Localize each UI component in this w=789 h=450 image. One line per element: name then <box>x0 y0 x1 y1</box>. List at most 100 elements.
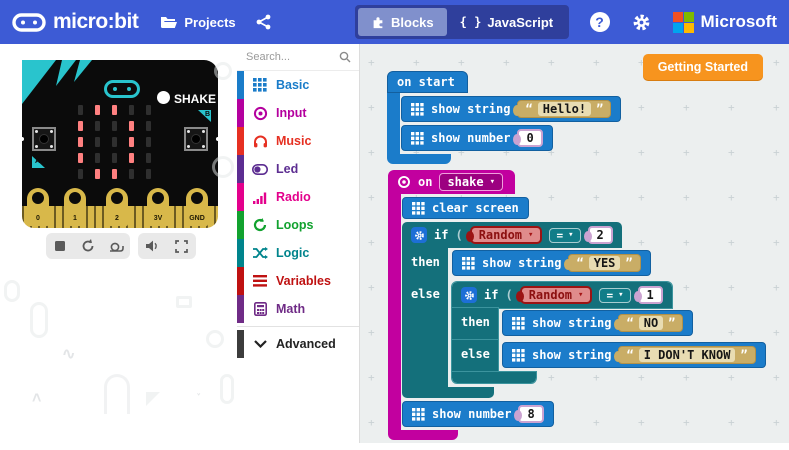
help-button[interactable]: ? <box>589 12 610 32</box>
led-off <box>112 121 117 131</box>
open-quote: “ <box>525 102 533 116</box>
projects-button[interactable]: Projects <box>160 15 236 30</box>
toolbox-divider <box>237 326 359 327</box>
open-quote: “ <box>576 256 584 270</box>
left-pad-dot <box>20 137 24 141</box>
show-string-block[interactable]: show string “ NO ” <box>502 310 694 336</box>
led-off <box>78 105 83 115</box>
random-dropdown[interactable]: Random ▾ <box>465 226 543 244</box>
led-off <box>95 137 100 147</box>
category-advanced[interactable]: Advanced <box>237 330 359 358</box>
category-basic[interactable]: Basic <box>237 71 359 99</box>
compare-value-slot[interactable]: 1 <box>633 286 663 304</box>
button-a[interactable] <box>32 127 56 151</box>
operator-dropdown[interactable]: = ▾ <box>549 227 581 243</box>
share-button[interactable] <box>256 14 271 30</box>
slow-motion-button[interactable] <box>105 235 127 257</box>
on-start-header[interactable]: on start <box>387 71 468 93</box>
tab-javascript[interactable]: { } JavaScript <box>447 8 566 36</box>
pin-2[interactable]: 2 <box>106 188 128 226</box>
show-string-label: show string <box>532 348 612 362</box>
settings-button[interactable] <box>632 13 651 32</box>
sim-controls-left <box>46 233 130 259</box>
nested-if-block[interactable]: if ( Random ▾ = ▾ <box>451 281 766 384</box>
category-radio[interactable]: Radio <box>237 183 359 211</box>
number-value-slot[interactable]: 8 <box>514 405 544 423</box>
led-off <box>78 169 83 179</box>
category-led[interactable]: Led <box>237 155 359 183</box>
string-value-slot[interactable]: “ I DON'T KNOW ” <box>614 346 756 364</box>
category-logic[interactable]: Logic <box>237 239 359 267</box>
led-on <box>129 137 134 147</box>
string-value[interactable]: I DON'T KNOW <box>638 348 736 362</box>
random-dropdown[interactable]: Random ▾ <box>515 286 593 304</box>
question-icon: ? <box>595 14 604 30</box>
clear-screen-block[interactable]: clear screen <box>402 197 529 219</box>
category-music[interactable]: Music <box>237 127 359 155</box>
show-string-block[interactable]: show string “ Hello! ” <box>401 96 622 122</box>
search-input[interactable] <box>237 51 329 63</box>
category-loops[interactable]: Loops <box>237 211 359 239</box>
string-value-slot[interactable]: “ YES ” <box>564 254 641 272</box>
mutator-gear-icon[interactable] <box>461 287 477 303</box>
string-value[interactable]: NO <box>638 316 664 330</box>
then-label: then <box>402 248 448 280</box>
button-b[interactable] <box>184 127 208 151</box>
if-label: if <box>484 288 499 302</box>
on-start-block[interactable]: on start show string “ Hello! ” show num <box>387 71 622 164</box>
category-input[interactable]: Input <box>237 99 359 127</box>
mutator-gear-icon[interactable] <box>411 227 427 243</box>
dropdown-caret-icon: ▾ <box>578 290 584 300</box>
string-value[interactable]: YES <box>588 256 621 270</box>
dropdown-caret-icon: ▾ <box>568 230 574 240</box>
gear-icon <box>633 14 649 30</box>
led-off <box>146 121 151 131</box>
operator-dropdown[interactable]: = ▾ <box>599 287 631 303</box>
getting-started-button[interactable]: Getting Started <box>642 54 763 80</box>
socket-paren: ( <box>455 228 463 242</box>
show-number-block[interactable]: show number 8 <box>402 401 554 427</box>
category-math[interactable]: Math <box>237 295 359 323</box>
show-string-block[interactable]: show string “ I DON'T KNOW ” <box>502 342 766 368</box>
show-string-block[interactable]: show string “ YES ” <box>452 250 651 276</box>
show-number-block[interactable]: show number 0 <box>401 125 553 151</box>
string-value-slot[interactable]: “ Hello! ” <box>513 100 612 118</box>
pin-0[interactable]: 0 <box>27 188 49 226</box>
led-off <box>112 153 117 163</box>
string-value-slot[interactable]: “ NO ” <box>614 314 684 332</box>
block-canvas[interactable]: ++++++++++++++++++++++++++++++++++++++++… <box>360 44 789 443</box>
restart-button[interactable] <box>77 235 99 257</box>
chevron-down-icon <box>252 336 268 352</box>
led-off <box>129 169 134 179</box>
if-foot <box>402 387 494 398</box>
stop-button[interactable] <box>49 235 71 257</box>
on-shake-block[interactable]: on shake ▾ clear screen <box>388 170 766 440</box>
microbit-brand[interactable]: micro:bit <box>12 10 139 34</box>
if-header[interactable]: if ( Random ▾ = ▾ <box>451 281 673 309</box>
then-label: then <box>451 307 499 341</box>
pin-1[interactable]: 1 <box>64 188 86 226</box>
headphones-icon <box>252 133 268 149</box>
microbit-logo-icon <box>12 12 46 32</box>
if-header[interactable]: if ( Random ▾ = ▾ 2 <box>402 222 622 248</box>
on-shake-header[interactable]: on shake ▾ <box>388 170 515 194</box>
led-on <box>95 169 100 179</box>
category-variables[interactable]: Variables <box>237 267 359 295</box>
if-block[interactable]: if ( Random ▾ = ▾ 2 <box>402 222 766 398</box>
number-value-slot[interactable]: 0 <box>513 129 543 147</box>
button-b-flag-icon <box>198 110 211 122</box>
tab-blocks[interactable]: Blocks <box>358 8 447 36</box>
microsoft-logo[interactable]: Microsoft <box>672 11 777 33</box>
fullscreen-button[interactable] <box>171 235 193 257</box>
compare-value-slot[interactable]: 2 <box>583 226 613 244</box>
random-label: Random <box>478 228 523 242</box>
shuffle-icon <box>252 245 268 261</box>
event-dropdown[interactable]: shake ▾ <box>439 173 503 191</box>
string-value[interactable]: Hello! <box>537 102 592 116</box>
volume-button[interactable] <box>142 235 164 257</box>
calculator-icon <box>252 301 268 317</box>
stop-icon <box>55 241 65 251</box>
shake-button[interactable] <box>157 91 170 104</box>
if-label: if <box>434 228 449 242</box>
